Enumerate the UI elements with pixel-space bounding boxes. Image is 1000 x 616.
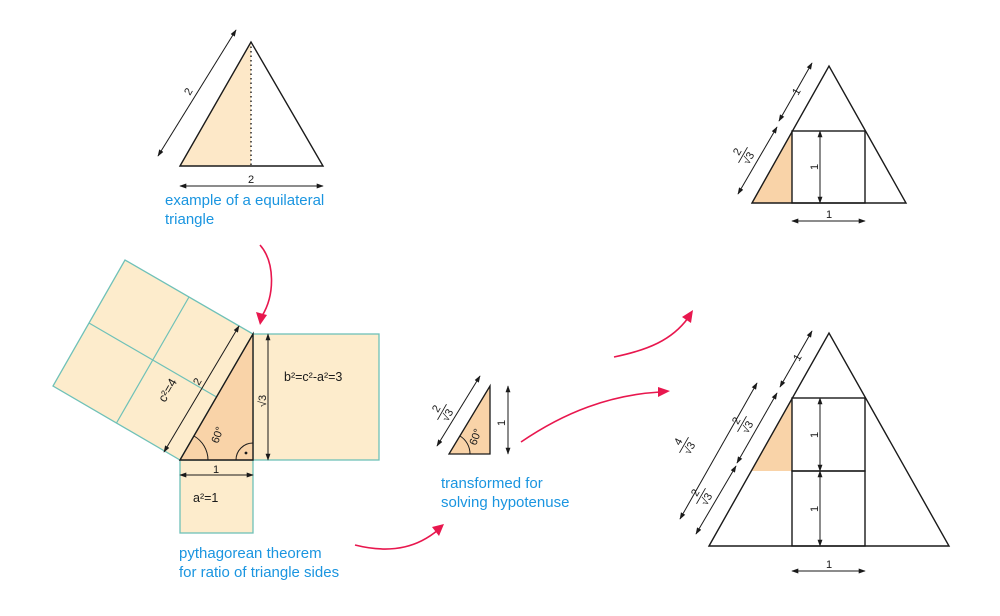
full-fraction-denominator: √3 — [682, 440, 698, 457]
pythagorean-caption-line2: for ratio of triangle sides — [179, 564, 339, 581]
small-height-label: 1 — [496, 420, 508, 426]
long-leg-square — [252, 333, 380, 461]
hypotenuse-grid-line-2 — [115, 296, 190, 424]
a-squared-label: a²=1 — [193, 491, 218, 505]
lower-side-label-1: 1 — [791, 352, 804, 363]
hypotenuse-dimension-line — [163, 325, 240, 453]
arrow-head-2 — [432, 524, 444, 536]
upper-fraction-denominator: √3 — [741, 150, 757, 167]
lower-height-label-top: 1 — [809, 432, 821, 438]
transformed-caption-line2: solving hypotenuse — [441, 494, 569, 511]
side-dimension-line — [157, 29, 237, 157]
lower-height-label-bottom: 1 — [809, 506, 821, 512]
pythagorean-figure: 60° 2 c²=4 √3 b²=c²-a²=3 1 a²=1 — [52, 259, 380, 534]
lower-right-figure: 1 2 √3 2 √3 4 √3 1 1 1 — [672, 330, 951, 574]
equilateral-caption-line1: example of a equilateral — [165, 192, 324, 209]
arrow-to-upper-figure — [613, 317, 689, 358]
upper-fraction: 2 √3 — [731, 146, 757, 167]
side-label: 2 — [182, 86, 195, 97]
upper-width-label: 1 — [826, 209, 832, 221]
arrow-to-lower-figure — [520, 391, 661, 443]
lower-lower-rectangle — [791, 470, 866, 547]
arrow-to-pythagorean — [259, 244, 273, 317]
fraction-denominator: √3 — [440, 407, 456, 424]
small-hyp-fraction: 2 √3 — [430, 403, 456, 424]
equilateral-caption-line2: triangle — [165, 211, 214, 228]
right-angle-dot — [244, 451, 248, 455]
lower-side-dimension-top — [779, 330, 813, 388]
b-squared-label: b²=c²-a²=3 — [284, 370, 342, 384]
transformed-caption-line1: transformed for — [441, 475, 543, 492]
hypotenuse-label: 2 — [191, 376, 204, 387]
full-fraction-numerator: 4 — [672, 436, 685, 447]
pythagorean-caption-line1: pythagorean theorem — [179, 545, 322, 562]
arrow-head-1 — [256, 312, 267, 325]
small-hypotenuse-dimension — [436, 375, 481, 447]
upper-right-figure: 1 2 √3 1 1 — [731, 62, 908, 224]
lower-upper-rectangle — [791, 397, 866, 472]
arrow-to-transformed — [354, 529, 439, 550]
right-angle-mark — [235, 442, 254, 461]
short-leg-label: 1 — [213, 464, 219, 476]
arrow-head-4 — [658, 387, 670, 397]
long-leg-label: √3 — [257, 395, 269, 407]
upper-inner-rectangle — [791, 130, 866, 204]
lower-side-dimension-full — [679, 382, 758, 520]
upper-side-dimension-top — [778, 62, 813, 122]
flow-arrows — [256, 244, 693, 550]
lower-large-triangle — [707, 331, 951, 547]
transformed-triangle-figure: 60° 2 √3 1 — [430, 375, 511, 455]
short-leg-square — [179, 459, 254, 534]
arrow-head-3 — [682, 310, 693, 323]
lower-width-label: 1 — [826, 559, 832, 571]
lower-fraction-full: 4 √3 — [672, 436, 698, 457]
upper-fraction-numerator: 2 — [731, 146, 744, 157]
upper-height-label: 1 — [809, 164, 821, 170]
equilateral-triangle-example: 2 2 — [157, 29, 325, 189]
upper-side-dimension-bottom — [737, 126, 778, 195]
base-label: 2 — [248, 174, 254, 186]
fraction-numerator: 2 — [430, 403, 443, 414]
upper-side-label-1: 1 — [790, 86, 803, 97]
